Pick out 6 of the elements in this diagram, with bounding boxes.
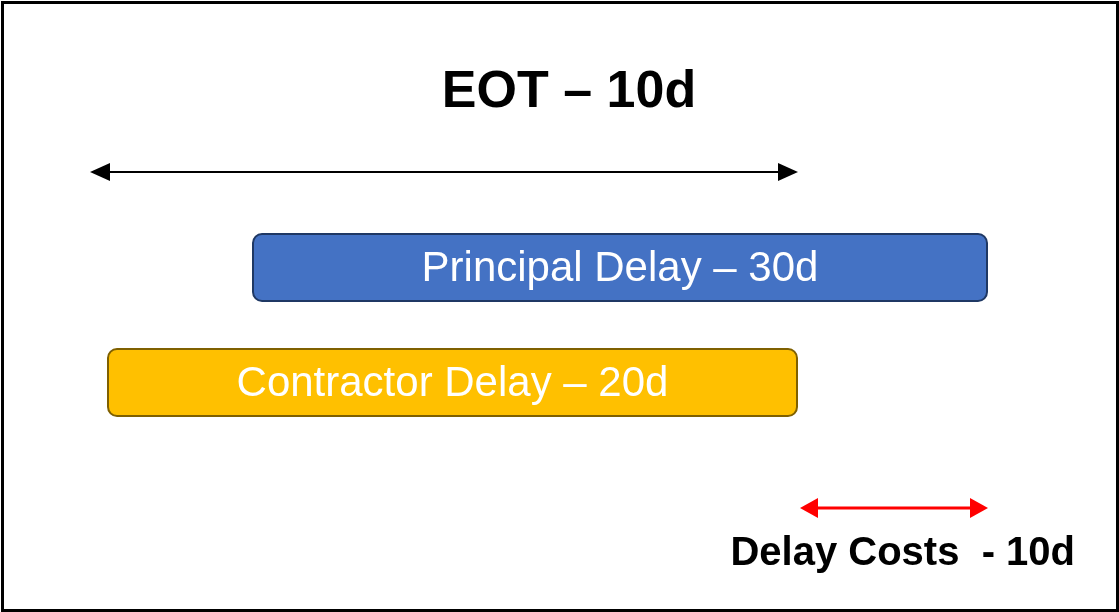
dimension-label: Delay Costs - 10d xyxy=(730,528,1075,574)
bar-label: Contractor Delay – 20d xyxy=(236,359,669,406)
dimension-label: EOT – 10d xyxy=(441,60,697,120)
delay-bar xyxy=(107,348,798,417)
bar-label: Principal Delay – 30d xyxy=(421,244,819,291)
delay-bar xyxy=(252,233,988,302)
